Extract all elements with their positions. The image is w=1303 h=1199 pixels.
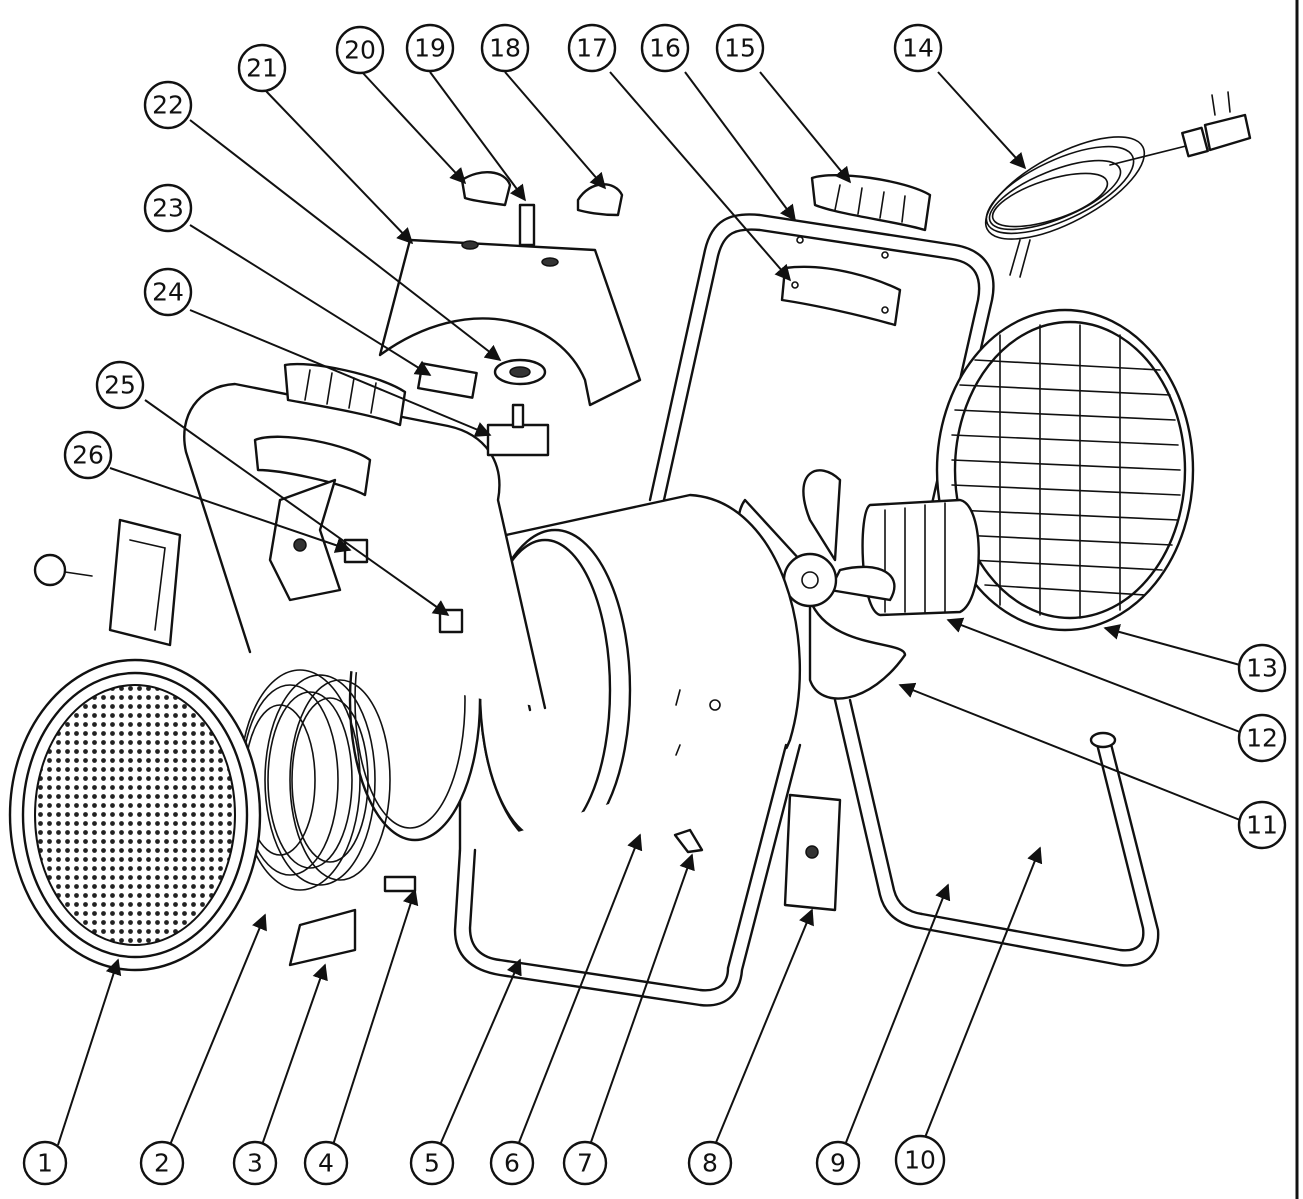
- switch: [416, 362, 478, 399]
- top-handle-bar: [780, 265, 902, 327]
- top-cover: [378, 203, 642, 407]
- svg-text:24: 24: [152, 278, 184, 307]
- svg-text:10: 10: [904, 1146, 936, 1175]
- callout-4: 4: [303, 1140, 349, 1186]
- callout-14: 14: [893, 23, 943, 73]
- power-cord: [984, 91, 1252, 278]
- rear-stand: [833, 698, 1160, 967]
- knob-collar: [493, 358, 547, 386]
- callout-26: 26: [63, 430, 113, 480]
- heating-element: [239, 669, 391, 891]
- rear-grille: [935, 308, 1195, 632]
- handle-bar-left: [253, 435, 372, 497]
- svg-text:13: 13: [1246, 654, 1278, 683]
- callout-10: 10: [894, 1134, 946, 1186]
- svg-text:7: 7: [577, 1149, 593, 1178]
- callout-25: 25: [95, 360, 145, 410]
- svg-text:16: 16: [649, 34, 681, 63]
- svg-text:9: 9: [830, 1149, 846, 1178]
- callout-15: 15: [715, 23, 765, 73]
- svg-text:18: 18: [489, 34, 521, 63]
- svg-text:12: 12: [1246, 724, 1278, 753]
- callout-2: 2: [139, 1140, 185, 1186]
- svg-text:1: 1: [37, 1149, 53, 1178]
- callout-1: 1: [22, 1140, 68, 1186]
- side-knob-left: [33, 553, 93, 587]
- callout-7: 7: [562, 1140, 608, 1186]
- callout-13: 13: [1237, 643, 1287, 693]
- callout-23: 23: [143, 183, 193, 233]
- svg-text:22: 22: [152, 91, 184, 120]
- callouts: 1 2 3 4 5 6 7 8 9 10 11 12 13 14 15 16 1…: [22, 23, 1287, 1186]
- leader-lines: [57, 71, 1241, 1146]
- thermostat: [486, 403, 550, 457]
- handle-grip-left: [283, 362, 407, 427]
- front-grille: [8, 658, 262, 972]
- svg-text:17: 17: [576, 34, 608, 63]
- callout-19: 19: [405, 23, 455, 73]
- control-knob-right: [576, 183, 624, 217]
- top-handle-frame: [648, 213, 995, 552]
- callout-24: 24: [143, 267, 193, 317]
- svg-text:6: 6: [504, 1149, 520, 1178]
- callout-20: 20: [335, 25, 385, 75]
- handle-grip-top-right: [810, 173, 932, 232]
- cross-plate: [268, 478, 342, 602]
- svg-text:15: 15: [724, 34, 756, 63]
- callout-12: 12: [1237, 713, 1287, 763]
- callout-22: 22: [143, 80, 193, 130]
- callout-17: 17: [567, 23, 617, 73]
- svg-text:21: 21: [246, 54, 278, 83]
- clip: [383, 875, 417, 893]
- svg-text:11: 11: [1246, 811, 1278, 840]
- svg-text:23: 23: [152, 194, 184, 223]
- svg-text:19: 19: [414, 34, 446, 63]
- callout-21: 21: [237, 43, 287, 93]
- callout-8: 8: [687, 1140, 733, 1186]
- retaining-clip: [673, 828, 704, 854]
- callout-6: 6: [489, 1140, 535, 1186]
- svg-text:26: 26: [72, 441, 104, 470]
- callout-3: 3: [232, 1140, 278, 1186]
- side-bracket-left: [108, 518, 182, 647]
- svg-text:8: 8: [702, 1149, 718, 1178]
- callout-5: 5: [409, 1140, 455, 1186]
- svg-text:5: 5: [424, 1149, 440, 1178]
- svg-text:20: 20: [344, 36, 376, 65]
- callout-11: 11: [1237, 800, 1287, 850]
- rear-bracket: [783, 793, 842, 912]
- svg-text:14: 14: [902, 34, 934, 63]
- bottom-bracket: [288, 908, 357, 967]
- callout-18: 18: [480, 23, 530, 73]
- callout-9: 9: [815, 1140, 861, 1186]
- svg-text:2: 2: [154, 1149, 170, 1178]
- control-knob-left: [460, 171, 512, 207]
- svg-text:3: 3: [247, 1149, 263, 1178]
- svg-text:4: 4: [318, 1149, 334, 1178]
- svg-text:25: 25: [104, 371, 136, 400]
- callout-16: 16: [640, 23, 690, 73]
